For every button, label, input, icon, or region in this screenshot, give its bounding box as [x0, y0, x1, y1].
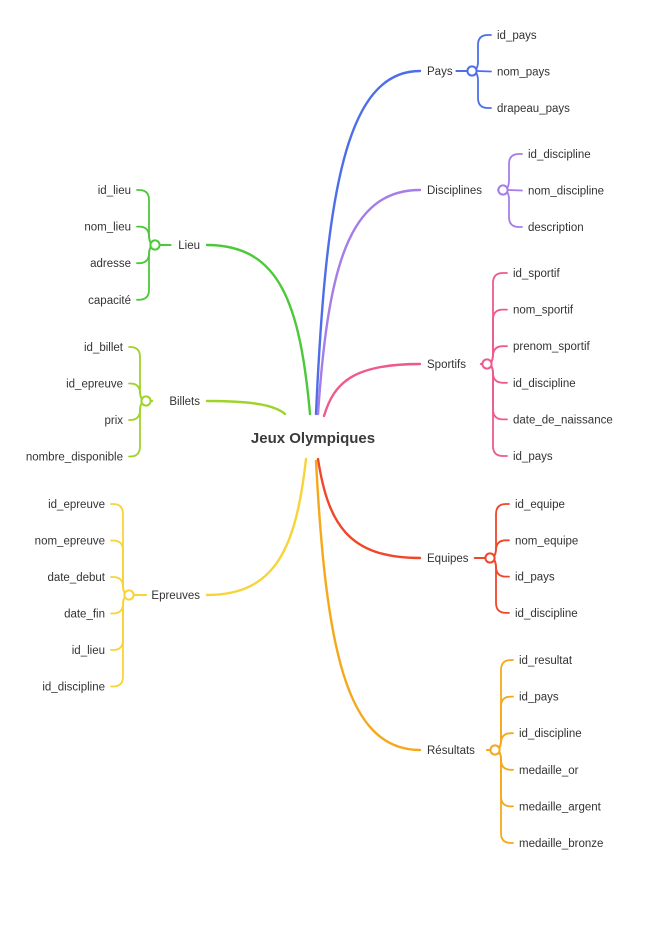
edge-resultats-field-1 [494, 695, 514, 751]
branch-resultats-label[interactable]: Résultats [427, 745, 475, 757]
root-node-label[interactable]: Jeux Olympiques [251, 430, 375, 447]
field-sportifs-4[interactable]: date_de_naissance [513, 414, 613, 426]
field-equipes-1[interactable]: nom_equipe [515, 535, 578, 547]
field-sportifs-5[interactable]: id_pays [513, 451, 553, 463]
field-epreuves-4[interactable]: id_lieu [72, 645, 105, 657]
collapse-toggle-epreuves-icon[interactable] [123, 589, 135, 601]
edge-root-disciplines [316, 188, 422, 416]
field-resultats-0[interactable]: id_resultat [519, 655, 573, 667]
field-epreuves-0[interactable]: id_epreuve [48, 499, 105, 511]
field-equipes-2[interactable]: id_pays [515, 572, 555, 584]
field-pays-1[interactable]: nom_pays [497, 67, 550, 79]
field-billets-1[interactable]: id_epreuve [66, 379, 123, 391]
edge-root-epreuves [205, 457, 308, 597]
field-epreuves-3[interactable]: date_fin [64, 609, 105, 621]
collapse-toggle-resultats-icon[interactable] [489, 744, 501, 756]
edge-resultats-field-4 [494, 749, 514, 808]
field-equipes-0[interactable]: id_equipe [515, 499, 565, 511]
edge-root-lieu [205, 243, 312, 416]
edge-epreuves-field-4 [110, 594, 130, 651]
edge-epreuves-field-0 [110, 503, 130, 596]
edge-root-sportifs [322, 362, 422, 418]
edge-root-pays [314, 69, 422, 416]
edge-resultats-field-5 [494, 749, 514, 844]
field-billets-2[interactable]: prix [104, 415, 123, 427]
edge-equipes-field-3 [489, 557, 510, 614]
edge-equipes-field-0 [489, 503, 510, 559]
edge-disciplines-field-0 [502, 153, 523, 191]
field-lieu-3[interactable]: capacité [88, 295, 131, 307]
edge-root-resultats [314, 459, 422, 752]
field-sportifs-0[interactable]: id_sportif [513, 268, 560, 280]
edge-disciplines-field-2 [502, 189, 523, 228]
edge-lieu-field-0 [136, 189, 156, 246]
edge-sportifs-field-4 [486, 363, 508, 421]
field-epreuves-1[interactable]: nom_epreuve [35, 536, 105, 548]
collapse-toggle-disciplines-icon[interactable] [497, 184, 509, 196]
edge-lieu-field-3 [136, 244, 156, 301]
field-pays-2[interactable]: drapeau_pays [497, 103, 570, 115]
edge-epreuves-field-1 [110, 539, 130, 596]
collapse-toggle-sportifs-icon[interactable] [481, 358, 493, 370]
field-disciplines-2[interactable]: description [528, 222, 584, 234]
branch-epreuves-label[interactable]: Epreuves [151, 590, 200, 602]
field-lieu-0[interactable]: id_lieu [98, 185, 131, 197]
collapse-toggle-pays-icon[interactable] [466, 65, 478, 77]
collapse-toggle-billets-icon[interactable] [140, 395, 152, 407]
field-sportifs-2[interactable]: prenom_sportif [513, 341, 591, 353]
field-resultats-2[interactable]: id_discipline [519, 728, 582, 740]
edge-sportifs-field-1 [486, 308, 508, 365]
field-pays-0[interactable]: id_pays [497, 30, 537, 42]
edge-billets-field-3 [128, 400, 147, 458]
branch-pays-label[interactable]: Pays [427, 66, 453, 78]
collapse-toggle-equipes-icon[interactable] [484, 552, 496, 564]
field-billets-0[interactable]: id_billet [84, 342, 124, 354]
branch-sportifs-label[interactable]: Sportifs [427, 359, 466, 371]
edge-sportifs-field-0 [486, 272, 508, 365]
edge-billets-field-0 [128, 346, 147, 402]
field-resultats-4[interactable]: medaille_argent [519, 801, 602, 813]
branch-equipes-label[interactable]: Equipes [427, 553, 469, 565]
edge-epreuves-field-5 [110, 594, 130, 688]
edge-root-billets [205, 399, 287, 416]
edge-pays-field-1 [476, 70, 492, 73]
field-billets-3[interactable]: nombre_disponible [26, 452, 123, 464]
field-epreuves-5[interactable]: id_discipline [42, 682, 105, 694]
edge-pays-field-2 [471, 70, 492, 109]
collapse-toggle-lieu-icon[interactable] [149, 239, 161, 251]
field-sportifs-1[interactable]: nom_sportif [513, 305, 574, 317]
field-lieu-1[interactable]: nom_lieu [84, 222, 131, 234]
branch-billets-label[interactable]: Billets [169, 396, 200, 408]
field-equipes-3[interactable]: id_discipline [515, 608, 578, 620]
field-resultats-3[interactable]: medaille_or [519, 765, 579, 777]
edge-sportifs-field-5 [486, 363, 508, 457]
field-sportifs-3[interactable]: id_discipline [513, 378, 576, 390]
field-lieu-2[interactable]: adresse [90, 258, 131, 270]
field-disciplines-1[interactable]: nom_discipline [528, 186, 604, 198]
branch-lieu-label[interactable]: Lieu [178, 240, 200, 252]
field-resultats-5[interactable]: medaille_bronze [519, 838, 603, 850]
branch-disciplines-label[interactable]: Disciplines [427, 185, 482, 197]
edge-root-equipes [316, 457, 422, 560]
field-disciplines-0[interactable]: id_discipline [528, 149, 591, 161]
edge-pays-field-0 [471, 34, 492, 72]
edge-disciplines-field-1 [507, 189, 523, 192]
field-resultats-1[interactable]: id_pays [519, 692, 559, 704]
field-epreuves-2[interactable]: date_debut [47, 572, 105, 584]
